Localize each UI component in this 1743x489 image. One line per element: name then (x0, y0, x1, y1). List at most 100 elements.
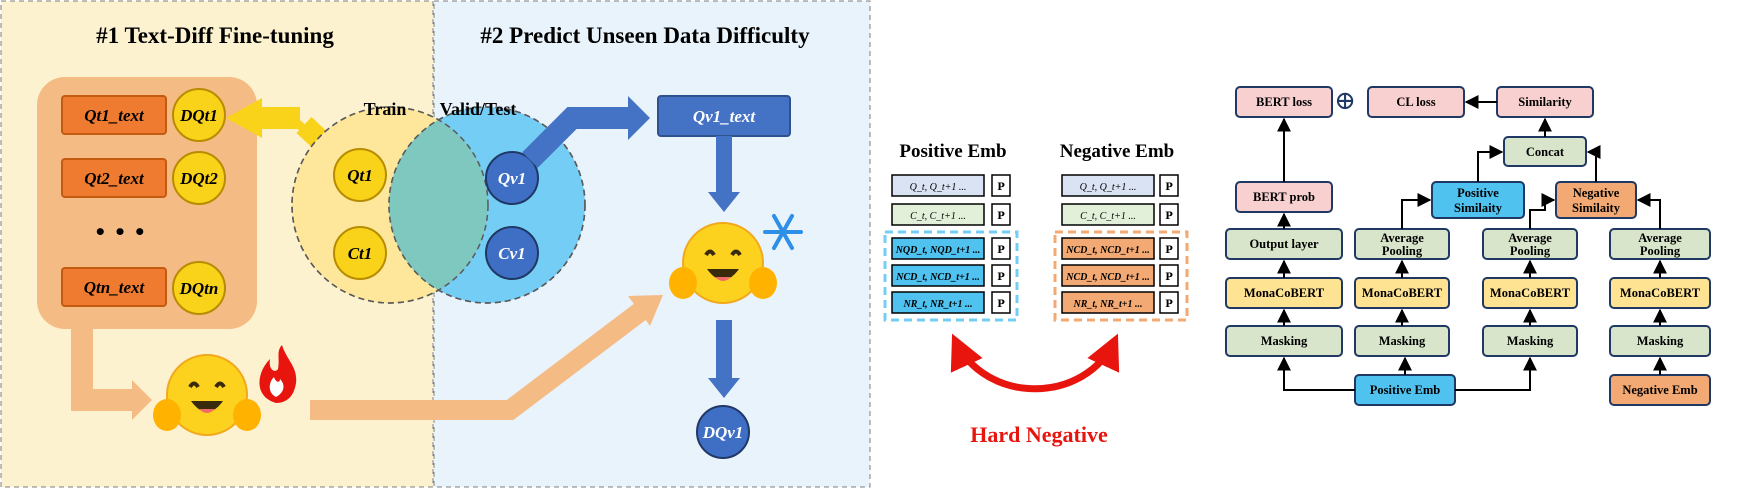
predicted-difficulty-node (696, 405, 750, 459)
valid-arrow (522, 96, 650, 168)
negative-emb-label: Negative Emb (1622, 383, 1697, 397)
average-pooling-label: Pooling (1510, 244, 1551, 258)
emb-row-label: NCD_t, NCD_t+1 ... (1065, 272, 1149, 283)
finetune-arrow-head (132, 380, 152, 420)
valid-concept-label: Cv1 (498, 244, 525, 263)
difficulty-node (172, 151, 226, 205)
cl-loss-label: CL loss (1396, 95, 1435, 109)
train-arrow-head (226, 98, 262, 138)
negative-hard-group (1053, 230, 1189, 322)
valid-question-node (485, 151, 539, 205)
p-label: P (1165, 299, 1173, 310)
monacobert-label: MonaCoBERT (1620, 286, 1701, 300)
positive-similarity-label: Similaity (1454, 201, 1503, 215)
positive-emb-title: Positive Emb (899, 141, 1006, 162)
emb-row-label: NCD_t, NCD_t+1 ... (895, 272, 979, 283)
question-item: Qt2_text DQt2 (61, 151, 226, 205)
p-label: P (997, 272, 1005, 283)
finetune-arrow-shaft (71, 329, 135, 411)
p-label: P (997, 299, 1005, 310)
masking-label: Masking (1261, 334, 1308, 348)
transfer-arrow-head (628, 295, 663, 326)
valid-arrow-head (628, 96, 650, 140)
question-text-label: Qtn_text (84, 278, 146, 297)
snowflake-icon (763, 214, 803, 250)
positive-hard-group (883, 230, 1019, 322)
average-pooling-label: Average (1508, 231, 1552, 245)
valid-arrow-shaft (522, 107, 632, 168)
emb-row-label: Q_t, Q_t+1 ... (1080, 182, 1137, 193)
emb-row-label: C_t, C_t+1 ... (910, 211, 966, 222)
p-label: P (997, 182, 1005, 193)
emb-row-label: NCD_t, NCD_t+1 ... (1065, 245, 1149, 256)
transfer-arrow-shaft (310, 300, 652, 420)
bert-loss-box (1235, 86, 1333, 118)
fire-icon (259, 345, 297, 403)
hard-negative-arrow (950, 333, 1120, 393)
difficulty-label: DQt1 (179, 106, 218, 125)
negative-similarity-label: Negative (1573, 186, 1620, 200)
p-label: P (1165, 182, 1173, 193)
positive-similarity-label: Positive (1457, 186, 1499, 200)
question-text-box (61, 158, 167, 198)
valid-concept-node (485, 226, 539, 280)
difficulty-label: DQtn (179, 279, 219, 298)
question-text-box (61, 267, 167, 307)
average-pooling-label: Average (1380, 231, 1424, 245)
panel-architecture: BERT loss ⊕ CL loss Similarity Concat Po… (1225, 86, 1711, 406)
question-text-box (61, 95, 167, 135)
train-concept-label: Ct1 (348, 244, 373, 263)
valid-test-label: Valid/Test (440, 99, 517, 119)
average-pooling-label: Pooling (1640, 244, 1681, 258)
panel-embeddings: Positive Emb Negative Emb Q_t, Q_t+1 ...… (883, 141, 1189, 447)
emb-row-label: NR_t, NR_t+1 ... (902, 299, 972, 310)
venn-diagram: Train Valid/Test Qt1 Ct1 Qv1 Cv1 (291, 99, 586, 304)
p-label: P (997, 211, 1005, 222)
negative-similarity-label: Similaity (1572, 201, 1621, 215)
question-item: Qt1_text DQt1 (61, 88, 226, 142)
average-pooling-label: Pooling (1382, 244, 1423, 258)
difficulty-node (172, 261, 226, 315)
hugging-face-emoji-frozen (669, 222, 777, 304)
valid-question-label: Qv1 (498, 169, 526, 188)
question-item: Qtn_text DQtn (61, 261, 226, 315)
negative-emb-title: Negative Emb (1060, 141, 1175, 162)
output-text-label: Qv1_text (693, 107, 757, 126)
question-text-label: Qt1_text (84, 106, 145, 125)
difficulty-node (172, 88, 226, 142)
train-question-node (333, 148, 387, 202)
overlap-region (389, 107, 488, 303)
predicted-difficulty-label: DQv1 (702, 423, 744, 442)
masking-label: Masking (1637, 334, 1684, 348)
hugging-face-emoji-finetuned (153, 354, 261, 436)
down-arrow-head (708, 192, 740, 212)
plus-icon: ⊕ (1334, 86, 1356, 115)
p-label: P (1165, 211, 1173, 222)
panel2-title: #2 Predict Unseen Data Difficulty (480, 23, 810, 48)
difficulty-label: DQt2 (179, 169, 218, 188)
similarity-label: Similarity (1518, 95, 1572, 109)
monacobert-label: MonaCoBERT (1362, 286, 1443, 300)
emb-row-label: NR_t, NR_t+1 ... (1072, 299, 1142, 310)
train-concept-node (333, 226, 387, 280)
emb-row-label: C_t, C_t+1 ... (1080, 211, 1136, 222)
p-label: P (1165, 245, 1173, 256)
positive-emb-label: Positive Emb (1370, 383, 1441, 397)
monacobert-label: MonaCoBERT (1244, 286, 1325, 300)
average-pooling-label: Average (1638, 231, 1682, 245)
bert-loss-label: BERT loss (1256, 95, 1312, 109)
monacobert-label: MonaCoBERT (1490, 286, 1571, 300)
panel1-title: #1 Text-Diff Fine-tuning (96, 23, 334, 48)
emb-row-label: Q_t, Q_t+1 ... (910, 182, 967, 193)
predict-arrow-head (708, 378, 740, 398)
train-label: Train (364, 99, 407, 119)
masking-label: Masking (1379, 334, 1426, 348)
ellipsis: • • • (94, 220, 146, 244)
hard-negative-label: Hard Negative (970, 422, 1108, 447)
p-label: P (997, 245, 1005, 256)
bert-prob-label: BERT prob (1253, 190, 1315, 204)
concat-label: Concat (1526, 145, 1565, 159)
masking-label: Masking (1507, 334, 1554, 348)
train-question-label: Qt1 (347, 166, 373, 185)
